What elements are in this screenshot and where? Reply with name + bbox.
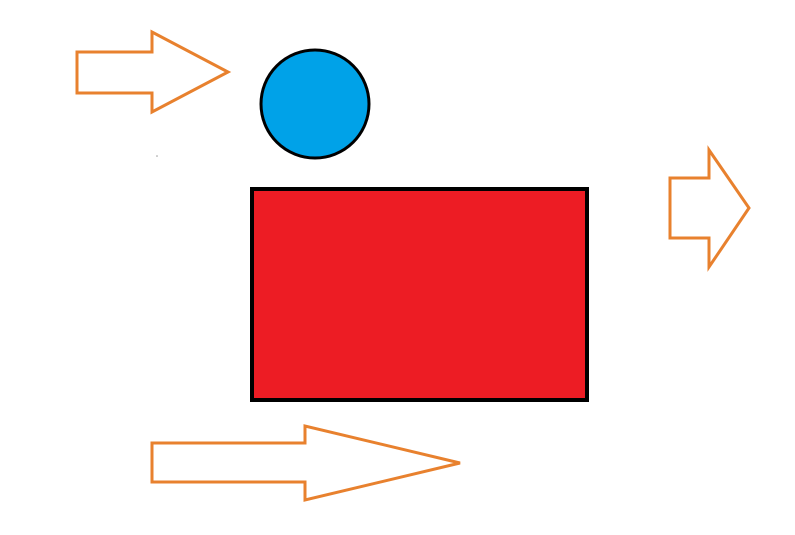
stray-dot (156, 155, 158, 157)
bottom-arrow (150, 424, 461, 502)
blue-circle (259, 48, 371, 160)
top-left-arrow (75, 29, 232, 115)
right-arrow (668, 145, 751, 272)
red-rectangle (250, 187, 589, 402)
